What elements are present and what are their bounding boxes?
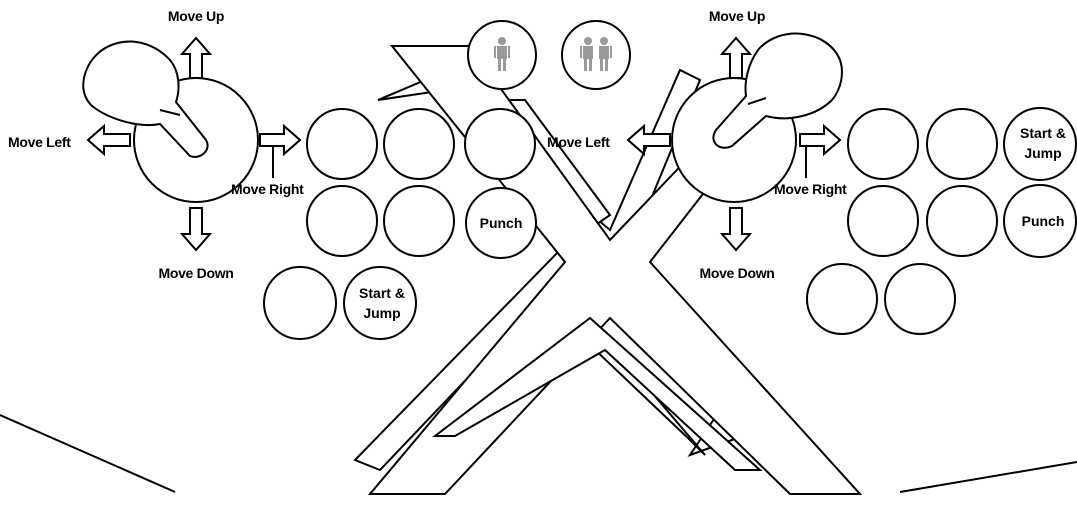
player2-label-move-down: Move Down — [699, 265, 774, 281]
player2-left-arrow — [626, 123, 671, 157]
player2-punch-button[interactable] — [1003, 184, 1077, 258]
player1-button-5[interactable] — [383, 185, 455, 257]
player2-button-8[interactable] — [884, 263, 956, 335]
player1-button-7[interactable] — [263, 266, 337, 340]
player2-button-5[interactable] — [926, 185, 998, 257]
player2-start-jump-button[interactable] — [1003, 107, 1077, 181]
panel-edge-right — [899, 461, 1077, 493]
player1-start-jump-label-line2: Jump — [363, 305, 400, 321]
player1-start-jump-button[interactable] — [343, 266, 417, 340]
player1-button-1[interactable] — [306, 108, 378, 180]
two-players-button[interactable] — [561, 20, 631, 90]
player2-label-move-left: Move Left — [547, 134, 610, 150]
player1-label-move-right: Move Right — [231, 181, 304, 197]
player1-button-4[interactable] — [306, 185, 378, 257]
player2-start-jump-label-line1: Start & — [1020, 125, 1066, 141]
player2-joystick[interactable] — [671, 32, 843, 203]
panel-edge-left — [0, 414, 176, 493]
player2-button-2[interactable] — [926, 108, 998, 180]
player1-punch-button[interactable] — [465, 187, 537, 259]
player2-punch-label: Punch — [1022, 213, 1065, 229]
player2-up-arrow — [719, 36, 753, 79]
player1-right-arrow — [259, 123, 302, 157]
player1-label-move-left: Move Left — [8, 134, 71, 150]
player1-start-jump-label-line1: Start & — [359, 285, 405, 301]
player2-label-move-up: Move Up — [709, 8, 765, 24]
player1-up-arrow — [179, 36, 213, 79]
player2-right-arrow — [799, 123, 842, 157]
player2-down-arrow — [719, 207, 753, 252]
player1-button-3[interactable] — [464, 108, 536, 180]
player1-button-2[interactable] — [383, 108, 455, 180]
player1-buttons — [263, 108, 537, 340]
player2-button-4[interactable] — [847, 185, 919, 257]
two-players-icon — [580, 37, 612, 71]
player1-punch-label: Punch — [480, 215, 523, 231]
player1-joystick[interactable] — [82, 40, 259, 203]
player1-left-arrow — [86, 123, 131, 157]
player2-button-1[interactable] — [847, 108, 919, 180]
player1-down-arrow — [179, 207, 213, 252]
player1-label-move-up: Move Up — [168, 8, 224, 24]
one-player-icon — [494, 37, 510, 71]
player2-start-jump-label-line2: Jump — [1024, 145, 1061, 161]
player2-label-move-right: Move Right — [774, 181, 847, 197]
player2-buttons — [806, 107, 1077, 335]
one-player-button[interactable] — [467, 20, 537, 90]
player1-label-move-down: Move Down — [158, 265, 233, 281]
player2-button-7[interactable] — [806, 263, 878, 335]
